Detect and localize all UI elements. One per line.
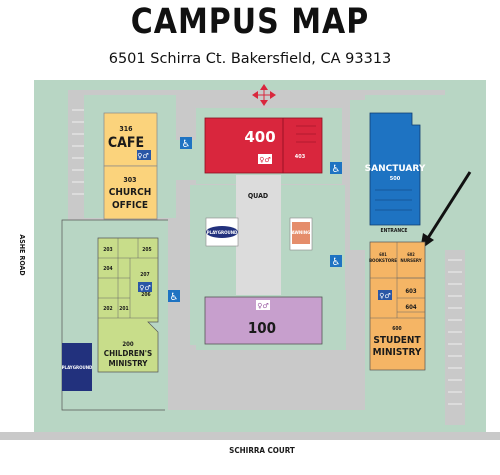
sanctuary-room-number: 500 (390, 176, 401, 182)
playground-west[interactable]: PLAYGROUND (62, 343, 93, 391)
church-office-room-number: 303 (123, 176, 136, 184)
childrens-label-line2: MINISTRY (109, 359, 149, 368)
room-207-label: 207 (140, 272, 149, 278)
awning-label: AWNING (292, 230, 311, 235)
building-400-label: 400 (244, 128, 275, 146)
room-601-label: 601 (379, 252, 387, 257)
svg-text:♿: ♿ (332, 164, 341, 175)
address: 6501 Schirra Ct. Bakersfield, CA 93313 (108, 51, 392, 67)
svg-text:♿: ♿ (332, 257, 341, 268)
cafe-label: CAFE (108, 135, 144, 151)
room-403-label: 403 (295, 154, 306, 160)
svg-text:♿: ♿ (170, 292, 179, 303)
schirra-court-road (0, 432, 500, 440)
restroom-icon: ♀♂ (137, 152, 148, 160)
quad-label: QUAD (248, 192, 268, 200)
nursery-label: NURSERY (400, 258, 421, 264)
accessible-parking-icon: ♿ (180, 137, 192, 150)
quad-walkway (236, 175, 281, 295)
childrens-ministry-building[interactable]: 203 205 204 207 202 201 206 ♀♂ 200 CHILD… (97, 237, 159, 373)
room-602-label: 602 (407, 252, 415, 257)
childrens-label-line1: CHILDREN'S (104, 349, 152, 358)
playground-label: PLAYGROUND (207, 230, 238, 235)
sanctuary-label: SANCTUARY (365, 164, 426, 174)
compass-icon (252, 84, 276, 106)
student-label-line1: STUDENT (373, 335, 421, 346)
room-205-label: 205 (142, 247, 151, 253)
entrance-label: ENTRANCE (381, 228, 408, 234)
room-603-label: 603 (405, 288, 417, 295)
accessible-parking-icon: ♿ (330, 162, 342, 175)
building-100[interactable]: ♀♂ 100 (204, 296, 323, 345)
map-title: CAMPUS MAP (130, 2, 370, 43)
awning[interactable]: AWNING (289, 217, 313, 251)
room-206-label: 206 (141, 292, 150, 298)
church-office-label-line2: OFFICE (112, 200, 148, 211)
restroom-icon: ♀♂ (259, 156, 270, 164)
room-202-label: 202 (103, 306, 112, 312)
playground-center[interactable]: PLAYGROUND (205, 217, 239, 247)
cafe-building[interactable]: ♀♂ 316 CAFE (103, 112, 158, 167)
building-100-label: 100 (248, 319, 276, 337)
parking-stripes (72, 109, 462, 405)
church-office-building[interactable]: 303 CHURCH OFFICE (103, 165, 158, 220)
student-label-line2: MINISTRY (373, 347, 422, 358)
room-604-label: 604 (405, 304, 417, 311)
childrens-boundary (61, 219, 168, 411)
building-400[interactable]: ♀♂ 400 403 (204, 117, 323, 174)
ashe-road-label: ASHE ROAD (18, 234, 26, 275)
student-ministry-building[interactable]: 601 BOOKSTORE 602 NURSERY 603 604 ♀♂ 600… (369, 241, 426, 371)
room-203-label: 203 (103, 247, 112, 253)
cafe-room-number: 316 (119, 125, 133, 133)
svg-text:♿: ♿ (182, 139, 191, 150)
restroom-icon: ♀♂ (257, 302, 268, 310)
accessible-parking-icon: ♿ (330, 255, 342, 268)
playground-label: PLAYGROUND (62, 365, 93, 370)
bookstore-label: BOOKSTORE (369, 258, 397, 264)
student-room-number: 600 (392, 326, 401, 332)
church-office-label-line1: CHURCH (109, 187, 152, 198)
restroom-icon: ♀♂ (139, 284, 150, 292)
schirra-court-label: SCHIRRA COURT (229, 446, 295, 455)
accessible-parking-icon: ♿ (168, 290, 180, 303)
restroom-icon: ♀♂ (379, 292, 390, 300)
room-201-label: 201 (119, 306, 128, 312)
childrens-room-number: 200 (122, 341, 134, 348)
room-204-label: 204 (103, 266, 112, 272)
sanctuary-building[interactable]: SANCTUARY 500 (365, 112, 426, 226)
